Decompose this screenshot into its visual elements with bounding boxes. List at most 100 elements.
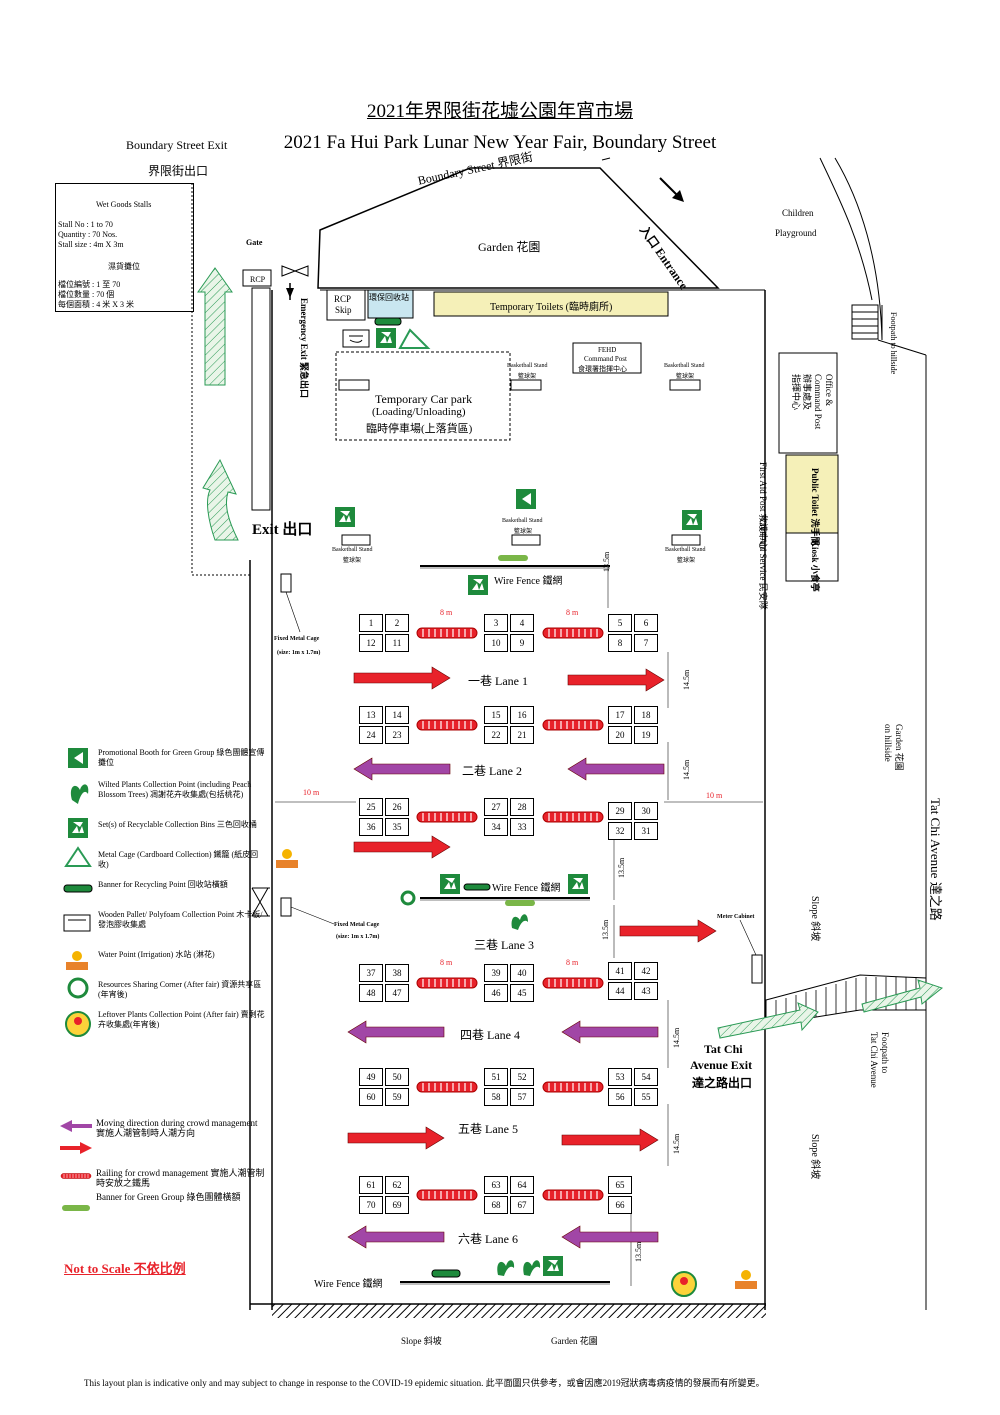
dist-14-5-2: 14.5m (682, 759, 691, 780)
tat-chi-exit-1: Tat Chi (704, 1042, 743, 1056)
railing (416, 977, 478, 989)
legend-text: Resources Sharing Corner (After fair) 資源… (98, 980, 262, 999)
stall-33: 33 (510, 818, 534, 836)
railing (416, 1081, 478, 1093)
stall-10: 10 (484, 634, 508, 652)
stairs-top (851, 304, 879, 340)
lane-3-label: 三巷 Lane 3 (474, 938, 534, 952)
legend-item: Set(s) of Recyclable Collection Bins 三色回… (62, 820, 262, 848)
stall-63: 63 (484, 1176, 508, 1194)
lane-arrow-purple (567, 757, 665, 781)
basketball-4-en: Basketball Stand (332, 547, 373, 553)
stall-18: 18 (634, 706, 658, 724)
railing (416, 627, 478, 639)
stall-61: 61 (359, 1176, 383, 1194)
stall-51: 51 (484, 1068, 508, 1086)
lane-6-label: 六巷 Lane 6 (458, 1232, 518, 1246)
stall-37: 37 (359, 964, 383, 982)
footer-note: This layout plan is indicative only and … (84, 1378, 765, 1388)
stall-42: 42 (634, 962, 658, 980)
dist-13-5-2: 13.5m (617, 857, 626, 878)
dist-8m-3: 8 m (440, 958, 453, 967)
legend-icons (60, 748, 93, 1211)
stall-29: 29 (608, 802, 632, 820)
basketball-1-zh: 籃球架 (518, 374, 537, 380)
legend-item: Wilted Plants Collection Point (includin… (62, 780, 262, 808)
railing (542, 719, 604, 731)
basketball-5-en: Basketball Stand (665, 547, 706, 553)
dist-14-5-4: 14.5m (672, 1133, 681, 1154)
stall-14: 14 (385, 706, 409, 724)
slope-label-2: Slope 斜坡 (809, 1134, 820, 1180)
temp-toilets-label: Temporary Toilets (臨時廁所) (490, 302, 613, 313)
legend-text: Promotional Booth for Green Group 綠色團體宣傳… (98, 748, 265, 767)
lane-arrow-red (567, 668, 665, 692)
stall-26: 26 (385, 798, 409, 816)
tat-chi-exit-arrow-2 (861, 979, 944, 1013)
lane-arrow-red (561, 1128, 659, 1152)
legend-item: Metal Cage (Cardboard Collection) 鐵籠 (紙皮… (62, 850, 262, 878)
exit-arrow-curve (202, 458, 239, 541)
legend-text: Banner for Green Group 綠色團體橫額 (96, 1192, 241, 1202)
legend-text: Railing for crowd management 實施人潮管制時安放之鐵… (96, 1168, 265, 1188)
lane-arrow-red (353, 835, 451, 859)
legend-item: Leftover Plants Collection Point (After … (62, 1010, 265, 1038)
lane-arrow-purple (347, 1225, 445, 1249)
stall-40: 40 (510, 964, 534, 982)
railing (542, 627, 604, 639)
stall-58: 58 (484, 1088, 508, 1106)
stall-4: 4 (510, 614, 534, 632)
basketball-4-zh: 籃球架 (343, 558, 362, 564)
dist-13-5-4: 13.5m (634, 1241, 643, 1262)
railing (416, 719, 478, 731)
dist-10m-2: 10 m (706, 791, 723, 800)
stall-46: 46 (484, 984, 508, 1002)
stall-60: 60 (359, 1088, 383, 1106)
stall-27: 27 (484, 798, 508, 816)
exit-label: Exit 出口 (252, 522, 313, 538)
stall-47: 47 (385, 984, 409, 1002)
wet-goods-qty-zh: 檔位數量 : 70 個 (58, 290, 115, 299)
legend-text: Leftover Plants Collection Point (After … (98, 1010, 265, 1029)
stall-13: 13 (359, 706, 383, 724)
stall-41: 41 (608, 962, 632, 980)
stall-17: 17 (608, 706, 632, 724)
stall-35: 35 (385, 818, 409, 836)
legend-item: Moving direction during crowd management… (60, 1118, 260, 1146)
wet-goods-size: Stall size : 4m X 3m (58, 240, 124, 249)
fehd-1: FEHD (598, 346, 617, 354)
tat-chi-exit-3: 達之路出口 (692, 1076, 753, 1090)
stall-6: 6 (634, 614, 658, 632)
car-park-2: (Loading/Unloading) (372, 406, 466, 418)
stall-2: 2 (385, 614, 409, 632)
fixed-cage-2b: (size: 1m x 1.7m) (336, 934, 380, 940)
lane-4-label: 四巷 Lane 4 (460, 1028, 520, 1042)
stall-53: 53 (608, 1068, 632, 1086)
wet-goods-no-zh: 檔位編號 : 1 至 70 (58, 280, 121, 289)
legend-item: Railing for crowd management 實施人潮管制時安放之鐵… (60, 1168, 264, 1196)
stall-23: 23 (385, 726, 409, 744)
fixed-cage-1b: (size: 1m x 1.7m) (277, 650, 321, 656)
dist-8m-4: 8 m (566, 958, 579, 967)
dist-14-5-1: 14.5m (682, 669, 691, 690)
page-title-zh: 2021年界限街花墟公園年宵市場 (366, 101, 633, 122)
lane-arrows-group (347, 666, 717, 1249)
wet-goods-quantity: Quantity : 70 Nos. (58, 230, 118, 239)
wire-fence-1: Wire Fence 鐵網 (494, 576, 563, 587)
stall-54: 54 (634, 1068, 658, 1086)
gate-label: Gate (246, 238, 263, 247)
dist-10m-1: 10 m (303, 788, 320, 797)
wet-goods-size-zh: 每個面積 : 4 米 X 3 米 (58, 300, 134, 309)
stall-43: 43 (634, 982, 658, 1000)
stall-19: 19 (634, 726, 658, 744)
legend-text: Banner for Recycling Point 回收站橫額 (98, 880, 228, 889)
stall-31: 31 (634, 822, 658, 840)
railing (542, 977, 604, 989)
tat-chi-exit-arrow-1 (717, 1002, 819, 1039)
stall-34: 34 (484, 818, 508, 836)
lane-1-label: 一巷 Lane 1 (468, 674, 528, 688)
kiosk-label: Kiosk 小食亭 (810, 540, 820, 592)
lane-arrow-purple (561, 1020, 659, 1044)
